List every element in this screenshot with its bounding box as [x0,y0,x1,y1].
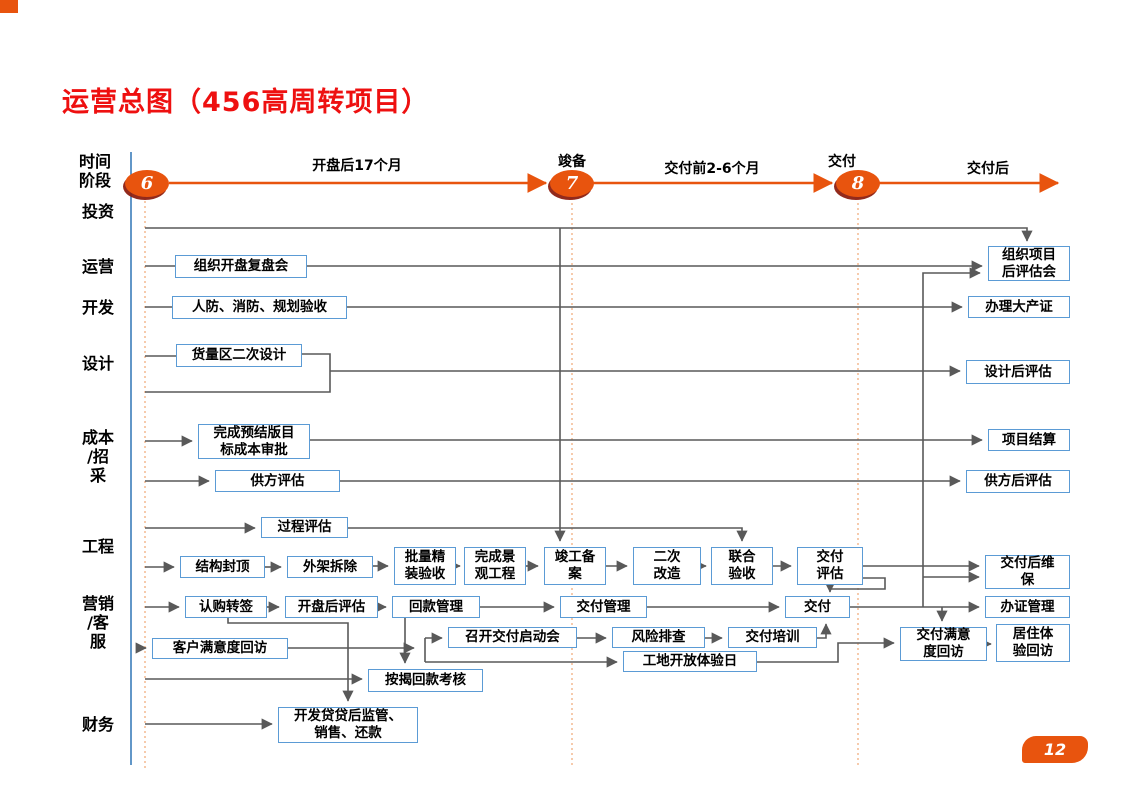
node-delivery: 交付 [785,596,850,618]
node-project-post-evaluation-meeting: 组织项目 后评估会 [988,246,1070,281]
node-mortgage-collection-assessment: 按揭回款考核 [368,669,483,692]
lane-engineering: 工程 [81,537,114,556]
node-delivery-evaluation: 交付 评估 [797,547,863,585]
node-development-loan-supervision: 开发贷贷后监管、 销售、还款 [278,707,418,743]
timeline-axis-label: 时间 阶段 [79,152,112,190]
phase-after-opening: 开盘后17个月 [312,158,402,174]
node-secondary-renovation: 二次 改造 [633,547,701,585]
node-site-open-day: 工地开放体验日 [623,651,757,672]
milestone-8-label: 交付 [828,154,856,170]
milestone-7-label: 竣备 [558,154,586,170]
phase-before-delivery: 交付前2-6个月 [664,161,760,177]
node-delivery-kickoff-meeting: 召开交付启动会 [448,627,577,648]
node-landscape-completion: 完成景 观工程 [464,547,526,585]
page-number-badge: 12 [1022,736,1088,763]
node-project-settlement: 项目结算 [988,429,1070,451]
milestone-6-number: 6 [140,173,154,194]
node-risk-screening: 风险排查 [612,627,705,648]
node-post-opening-evaluation: 开盘后评估 [285,596,378,618]
node-display-area-secondary-design: 货量区二次设计 [176,344,302,367]
node-completion-filing: 竣工备 案 [544,547,606,585]
node-post-delivery-maintenance: 交付后维 保 [985,555,1070,589]
lane-operations: 运营 [81,257,114,276]
lane-design: 设计 [81,354,114,373]
node-post-supplier-evaluation: 供方后评估 [966,470,1070,493]
phase-after-delivery: 交付后 [967,161,1009,177]
lane-development: 开发 [81,298,114,317]
node-batch-fitout-acceptance: 批量精 装验收 [394,547,456,585]
node-pre-settlement-cost-approval: 完成预结版目 标成本审批 [198,424,310,459]
node-customer-satisfaction-visit: 客户满意度回访 [152,638,288,659]
node-civil-fire-planning-acceptance: 人防、消防、规划验收 [172,296,347,319]
node-delivery-satisfaction-visit: 交付满意 度回访 [900,627,987,661]
node-process-evaluation: 过程评估 [261,517,348,538]
node-joint-acceptance: 联合 验收 [711,547,773,585]
milestone-8: 8 [836,170,880,197]
node-master-title-certificate: 办理大产证 [968,296,1070,318]
node-subscription-to-contract: 认购转签 [185,596,267,618]
node-scaffold-removal: 外架拆除 [287,556,373,578]
milestone-7: 7 [550,170,594,197]
corner-accent-square [0,0,18,13]
page-number: 12 [1043,740,1067,759]
lane-cost: 成本 /招 采 [81,428,114,485]
milestone-8-number: 8 [851,173,865,194]
node-living-experience-visit: 居住体 验回访 [996,624,1070,662]
page-title: 运营总图（456高周转项目） [62,87,430,118]
node-supplier-evaluation: 供方评估 [215,470,340,492]
node-post-design-evaluation: 设计后评估 [966,360,1070,384]
node-certificate-management: 办证管理 [985,596,1070,618]
lane-investment: 投资 [81,202,114,221]
node-delivery-training: 交付培训 [728,627,817,648]
node-payment-collection: 回款管理 [392,596,480,618]
milestone-6: 6 [125,170,169,197]
node-delivery-management: 交付管理 [560,596,647,618]
lane-marketing: 营销 /客 服 [81,594,114,651]
milestone-7-number: 7 [565,173,579,194]
lane-finance: 财务 [81,715,114,734]
node-opening-review-meeting: 组织开盘复盘会 [175,255,307,278]
node-structure-topping: 结构封顶 [180,556,265,578]
